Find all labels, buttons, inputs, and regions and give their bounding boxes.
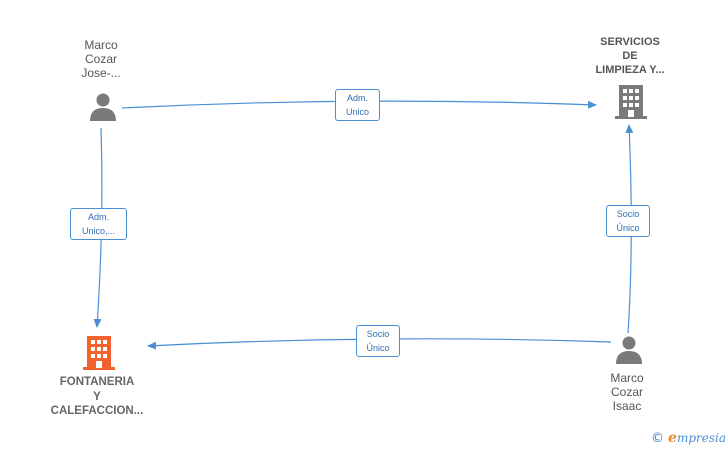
- node-servicios-limpieza[interactable]: SERVICIOS DE LIMPIEZA Y...: [580, 35, 680, 77]
- person-icon: [616, 336, 642, 364]
- node-marco-cozar-isaac-label: Marco Cozar Isaac: [610, 371, 644, 413]
- brand-watermark: ©empresia: [651, 430, 726, 446]
- node-fontaneria-calefaccion-label: FONTANERIA Y CALEFACCION...: [50, 376, 144, 417]
- person-icon: [90, 93, 116, 121]
- building-icon: [615, 85, 647, 119]
- node-marco-cozar-isaac[interactable]: Marco Cozar Isaac: [590, 371, 664, 413]
- node-marco-cozar-jose[interactable]: Marco Cozar Jose-...: [58, 38, 144, 80]
- edge-label-socio-unico-right[interactable]: Socio Único: [606, 205, 650, 237]
- brand-logo-initial: e: [668, 430, 677, 446]
- node-fontaneria-calefaccion[interactable]: FONTANERIA Y CALEFACCION...: [30, 375, 164, 419]
- node-marco-cozar-jose-label: Marco Cozar Jose-...: [81, 38, 121, 80]
- edge-label-adm-unico-left[interactable]: Adm. Unico,...: [70, 208, 127, 240]
- building-icon-highlighted: [83, 336, 115, 370]
- brand-logo-text: mpresia: [676, 431, 726, 445]
- node-servicios-limpieza-label: SERVICIOS DE LIMPIEZA Y...: [595, 36, 665, 76]
- edge-label-socio-unico-bottom[interactable]: Socio Único: [356, 325, 400, 357]
- edge-label-adm-unico-top[interactable]: Adm. Unico: [335, 89, 380, 121]
- copyright-symbol: ©: [651, 431, 665, 446]
